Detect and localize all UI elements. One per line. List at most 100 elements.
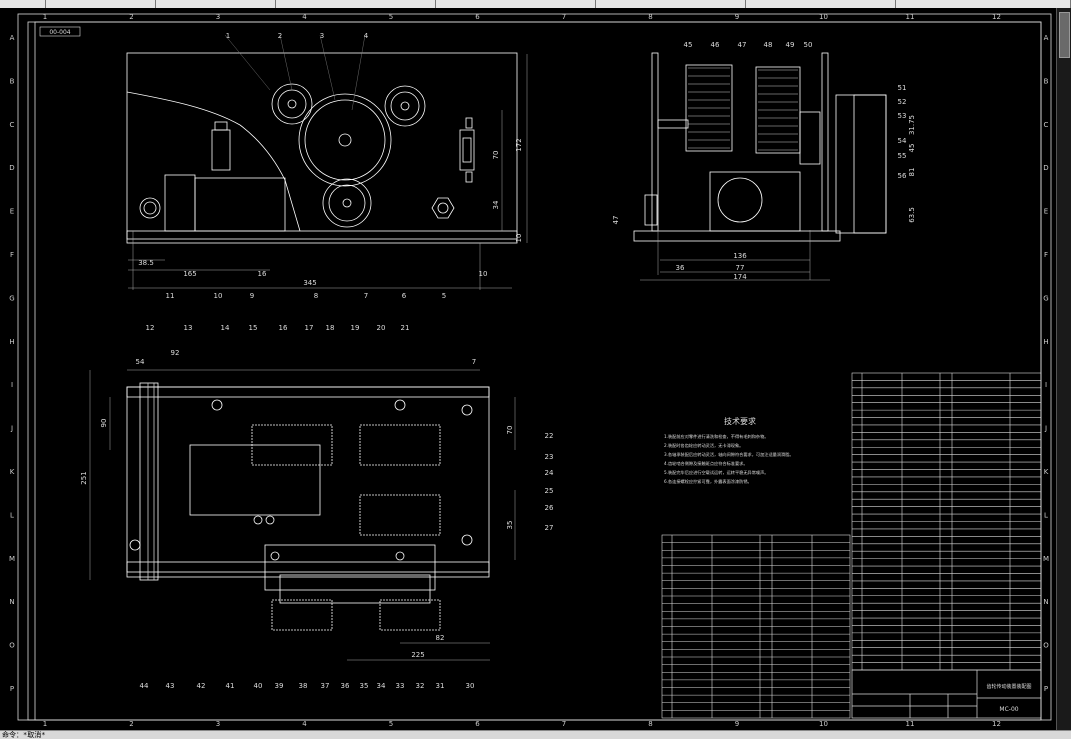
frame-column-label: 12 — [992, 720, 1001, 728]
dimension: 174 — [733, 273, 747, 281]
frame-column-label: 1 — [43, 13, 47, 21]
frame-column-label: 6 — [475, 13, 480, 21]
gear — [322, 178, 372, 228]
tech-req-title: 技术要求 — [724, 416, 756, 426]
frame-column-label: 9 — [735, 720, 739, 728]
frame-row-label: M — [9, 555, 15, 563]
part-number: 14 — [221, 324, 230, 332]
tech-req-line: 6.各连接螺栓应拧紧可靠，外露表面涂漆防锈。 — [664, 478, 752, 485]
frame-column-label: 10 — [819, 13, 828, 21]
drawing-code: MC-00 — [999, 706, 1018, 713]
dimension: 225 — [411, 651, 424, 659]
frame-row-label: E — [10, 208, 14, 216]
part-number: 39 — [275, 682, 284, 690]
dimension: 31.75 — [908, 115, 916, 135]
part-number: 47 — [738, 41, 747, 49]
part-number: 52 — [898, 98, 907, 106]
frame-row-label: O — [9, 642, 15, 650]
frame-row-label: C — [10, 121, 15, 129]
part-number: 46 — [711, 41, 720, 49]
dimension: 63.5 — [908, 207, 916, 223]
dimension: 35 — [506, 521, 514, 530]
frame-row-label: N — [1043, 598, 1048, 606]
frame-row-label: I — [1045, 381, 1047, 389]
part-number: 11 — [166, 292, 175, 300]
drawing-name: 齿轮传动装置装配图 — [986, 683, 1031, 690]
frame-column-label: 5 — [389, 13, 393, 21]
dimension: 34 — [492, 200, 500, 209]
dimension: 70 — [492, 151, 500, 160]
frame-row-label: K — [1044, 468, 1049, 476]
frame-row-label: B — [1044, 77, 1049, 85]
parts-list — [661, 534, 851, 719]
dimension: 70 — [506, 426, 514, 435]
dimension: 81 — [908, 168, 916, 177]
part-number: 30 — [466, 682, 475, 690]
command-line[interactable]: 命令：*取消* — [0, 730, 1071, 739]
vertical-scrollbar[interactable] — [1056, 8, 1071, 730]
dimension: 45 — [908, 144, 916, 153]
part-number: 54 — [898, 137, 907, 145]
dimension: 90 — [100, 419, 108, 428]
part-number: 44 — [140, 682, 149, 690]
frame-row-label: G — [9, 294, 14, 302]
frame-row-label: J — [1044, 425, 1047, 433]
toolbar-cell[interactable] — [436, 0, 596, 8]
toolbar-cell[interactable] — [0, 0, 46, 8]
part-number: 4 — [364, 32, 369, 40]
dimension: 10 — [515, 234, 523, 243]
part-number: 26 — [545, 504, 554, 512]
dimension: 251 — [80, 471, 88, 484]
part-number: 55 — [898, 152, 907, 160]
tech-req-line: 2.装配时各齿轮应转动灵活，无卡滞现象。 — [664, 442, 743, 449]
frame-row-label: C — [1044, 121, 1049, 129]
toolbar-cell[interactable] — [596, 0, 746, 8]
part-number: 56 — [898, 172, 907, 180]
dimension: 77 — [736, 264, 745, 272]
frame-row-label: F — [10, 251, 14, 259]
frame-column-label: 4 — [302, 13, 307, 21]
toolbar-cell[interactable] — [896, 0, 1071, 8]
part-number: 34 — [377, 682, 386, 690]
dimension: 38.5 — [138, 259, 154, 267]
frame-row-label: K — [10, 468, 15, 476]
part-number: 8 — [314, 292, 318, 300]
frame-row-label: M — [1043, 555, 1049, 563]
side-view — [633, 52, 887, 281]
drawing-tag: 00-004 — [39, 26, 81, 37]
part-number: 37 — [321, 682, 330, 690]
front-view — [126, 34, 528, 290]
dimension: 7 — [472, 358, 476, 366]
frame-row-label: B — [10, 77, 15, 85]
tech-req-line: 1.装配前应对零件进行清洗和检查，不得有毛刺和杂物。 — [664, 433, 769, 440]
part-number: 25 — [545, 487, 554, 495]
frame-column-label: 7 — [562, 13, 566, 21]
scrollbar-thumb[interactable] — [1059, 12, 1070, 58]
frame-column-label: 12 — [992, 13, 1001, 21]
part-number: 23 — [545, 453, 554, 461]
frame-column-label: 3 — [216, 13, 220, 21]
frame-row-label: D — [1043, 164, 1048, 172]
plan-view — [89, 369, 516, 661]
toolbar-cell[interactable] — [156, 0, 276, 8]
frame-column-label: 6 — [475, 720, 480, 728]
toolbar-cell[interactable] — [46, 0, 156, 8]
part-number: 17 — [305, 324, 314, 332]
frame-row-label: P — [10, 685, 14, 693]
part-number: 20 — [377, 324, 386, 332]
part-number: 49 — [786, 41, 795, 49]
dimension: 345 — [303, 279, 316, 287]
frame-row-label: N — [9, 598, 14, 606]
dimension: 16 — [258, 270, 267, 278]
part-number: 24 — [545, 469, 554, 477]
toolbar-cell[interactable] — [276, 0, 436, 8]
part-number: 33 — [396, 682, 405, 690]
plan-view-labels: 12 13 14 15 16 17 18 19 20 21 22 23 24 2… — [80, 324, 554, 690]
toolbar-cell[interactable] — [746, 0, 896, 8]
parts-list — [851, 372, 1042, 671]
frame-row-label: L — [10, 511, 14, 519]
frame-row-label: H — [1043, 338, 1048, 346]
dimension: 136 — [733, 252, 747, 260]
